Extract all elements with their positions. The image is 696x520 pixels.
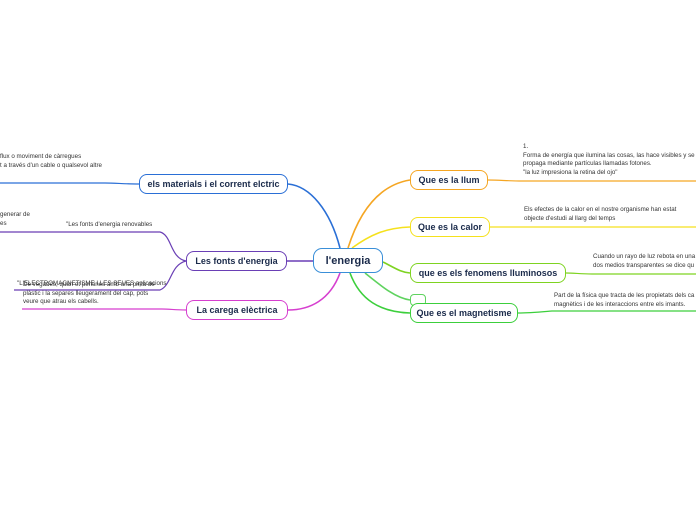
note-materials: flux o moviment de càrregues t a través … xyxy=(0,153,102,169)
subtopic-fonts-renovables[interactable]: "Les fonts d'energia renovables xyxy=(66,221,153,228)
note-calor: Els efectes de la calor en el nostre org… xyxy=(524,206,677,222)
link-materials-note xyxy=(0,182,140,185)
topic-carrega-electrica[interactable]: La carega elèctrica xyxy=(186,300,288,320)
link-llum-note xyxy=(487,179,696,182)
link-fenomens-note xyxy=(565,272,696,275)
topic-fonts-energia[interactable]: Les fonts d'energia xyxy=(186,251,287,271)
link-empty xyxy=(364,272,411,301)
link-fonts-electro xyxy=(14,260,187,291)
link-materials xyxy=(287,183,341,249)
link-calor xyxy=(351,226,411,249)
link-llum xyxy=(347,179,411,249)
note-llum: 1. Forma de energía que ilumina las cosa… xyxy=(523,143,695,176)
link-magnetisme-note xyxy=(517,310,696,314)
link-carrega xyxy=(287,272,341,311)
topic-fenomens-lluminosos[interactable]: que es els fenomens lluminosos xyxy=(410,263,566,283)
topic-que-es-el-magnetisme[interactable]: Que es el magnetisme xyxy=(410,303,518,323)
link-carrega-note xyxy=(22,308,187,311)
subtopic-electromagnetisme[interactable]: "L'ELECTROMAGNETISME I LES SEUES aplicac… xyxy=(17,280,167,287)
link-fonts-renovables xyxy=(62,231,187,262)
note-renovables: generar de es xyxy=(0,211,30,227)
note-carrega: De vegades, quan et pentines amb una pin… xyxy=(23,281,155,306)
central-topic[interactable]: l'energia xyxy=(313,248,383,273)
link-fenomens xyxy=(382,261,411,274)
topic-que-es-la-llum[interactable]: Que es la llum xyxy=(410,170,488,190)
topic-que-es-la-calor[interactable]: Que es la calor xyxy=(410,217,490,237)
link-magnetisme xyxy=(349,272,411,314)
note-fenomens: Cuando un rayo de luz rebota en una dos … xyxy=(593,253,696,269)
topic-materials-corrent[interactable]: els materials i el corrent elctric xyxy=(139,174,288,194)
note-magnetisme: Part de la física que tracta de les prop… xyxy=(554,292,695,308)
